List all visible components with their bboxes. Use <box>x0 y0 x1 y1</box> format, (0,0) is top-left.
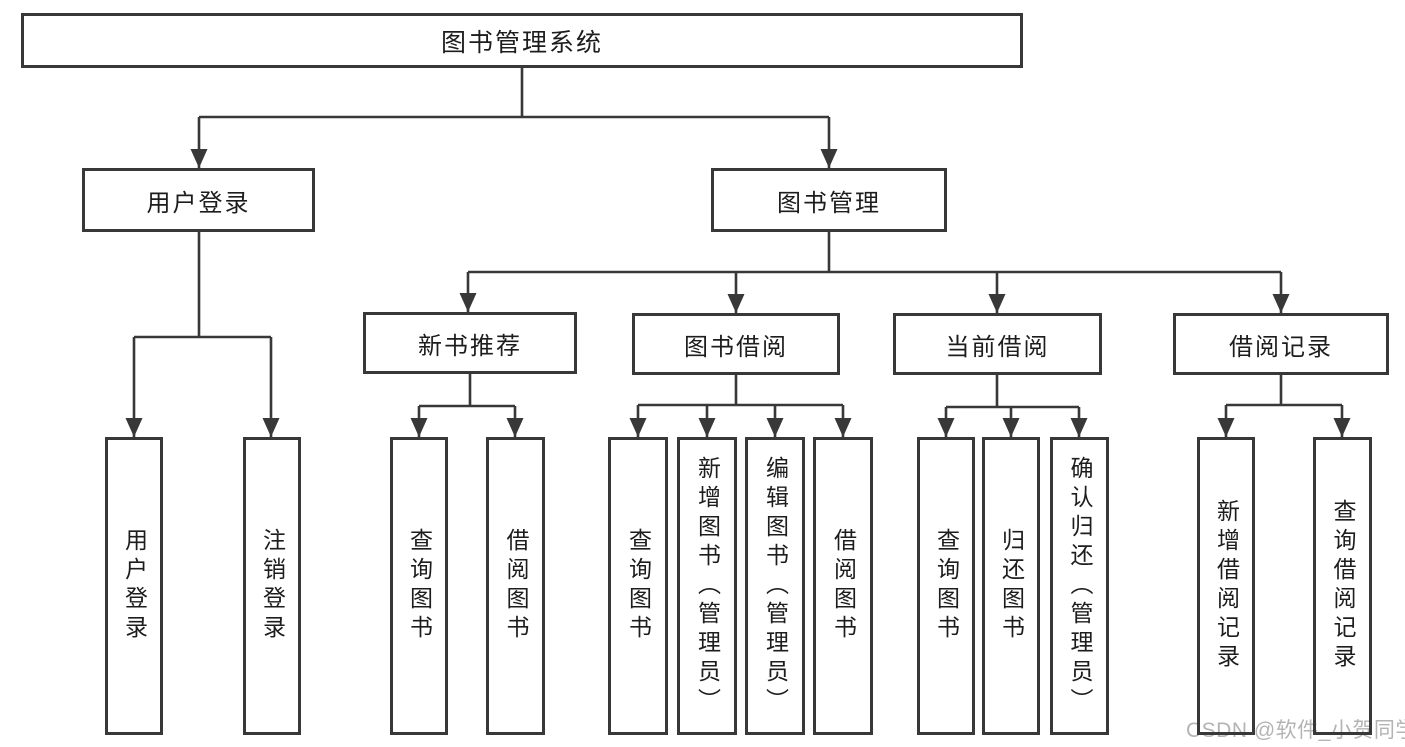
csdn-watermark: CSDN @软件_小贺同学 <box>1186 719 1405 742</box>
leaf-confirm-return-admin: 确认归还（管理员） <box>1050 437 1109 735</box>
connector-book-borrowing-children <box>629 375 852 437</box>
connector-current-borrowing-children <box>937 375 1088 437</box>
node-borrow-records: 借阅记录 <box>1173 313 1389 375</box>
leaf-query-borrow-record: 查询借阅记录 <box>1313 437 1372 735</box>
leaf-borrow-books-recommend: 借阅图书 <box>486 437 545 735</box>
connector-root-to-level2 <box>190 68 838 168</box>
leaf-query-books-recommend: 查询图书 <box>390 437 448 735</box>
leaf-logout: 注销登录 <box>243 437 301 735</box>
leaf-edit-books-admin: 编辑图书（管理员） <box>745 437 805 735</box>
leaf-query-books-current: 查询图书 <box>917 437 975 735</box>
node-book-borrowing: 图书借阅 <box>632 313 840 375</box>
leaf-user-login: 用户登录 <box>105 437 163 735</box>
connector-new-book-recommend-children <box>410 374 524 437</box>
leaf-add-books-admin: 新增图书（管理员） <box>677 437 737 735</box>
node-user-login: 用户登录 <box>82 168 315 232</box>
leaf-borrow-books-borrowing: 借阅图书 <box>813 437 873 735</box>
connector-book-management-children <box>459 232 1290 313</box>
leaf-add-borrow-record: 新增借阅记录 <box>1197 437 1255 735</box>
connector-user-login-children <box>125 232 280 437</box>
leaf-return-books: 归还图书 <box>982 437 1040 735</box>
node-book-management: 图书管理 <box>711 168 947 232</box>
leaf-query-books-borrowing: 查询图书 <box>608 437 668 735</box>
connector-borrow-records-children <box>1217 375 1351 437</box>
node-library-management-system: 图书管理系统 <box>21 13 1023 68</box>
node-current-borrowing: 当前借阅 <box>893 313 1102 375</box>
node-new-book-recommend: 新书推荐 <box>363 312 577 374</box>
